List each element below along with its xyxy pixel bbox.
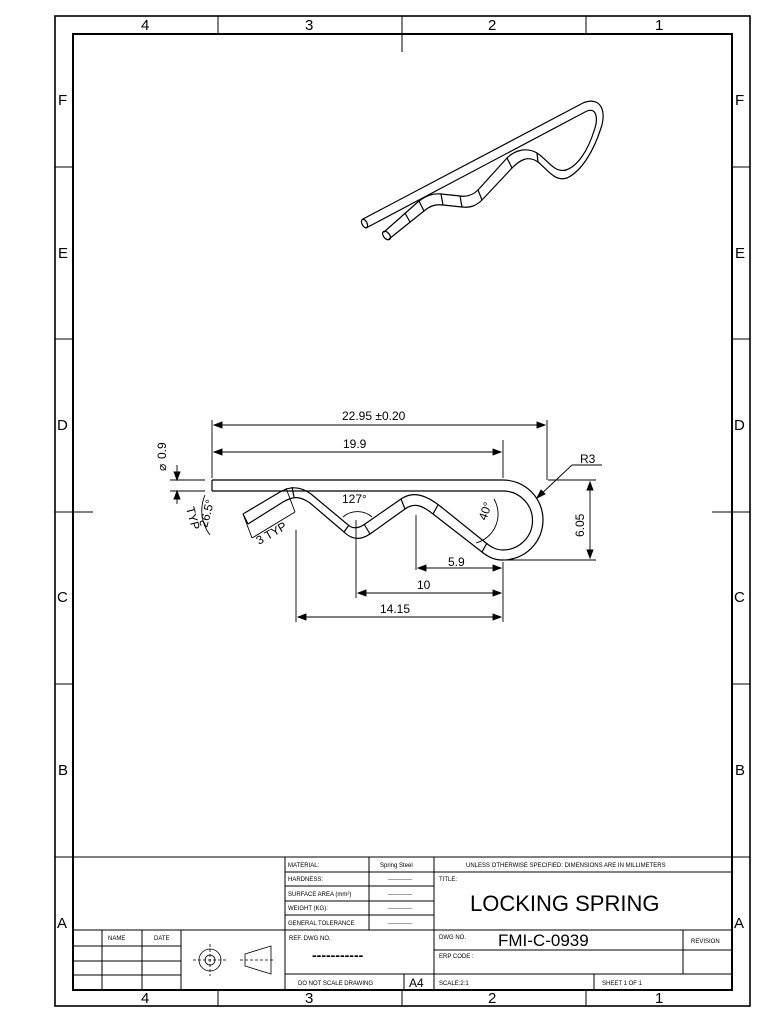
zone-row-d-right: D <box>734 417 745 434</box>
zone-col-3-top: 3 <box>305 17 313 34</box>
dimension-labels: 22.95 ±0.20 19.9 ⌀ 0.9 R3 127° 26.5° TYP… <box>155 409 596 616</box>
ref-dwg-label: REF. DWG NO. <box>289 936 331 942</box>
dim-radius: R3 <box>580 452 596 466</box>
dimension-lines <box>170 420 602 622</box>
drawing-title: LOCKING SPRING <box>470 891 659 916</box>
dim-5-9: 5.9 <box>448 555 465 569</box>
date-label: DATE <box>154 936 170 942</box>
dim-angle-bend: 40° <box>476 500 495 522</box>
material-label: MATERIAL: <box>288 863 320 869</box>
zone-dividers <box>55 16 750 1006</box>
erp-code-label: ERP CODE : <box>439 954 474 960</box>
dim-height: 6.05 <box>573 513 587 537</box>
diameter-symbol: ⌀ <box>155 464 169 471</box>
zone-col-4-bottom: 4 <box>141 990 149 1007</box>
dwg-no-value: FMI-C-0939 <box>498 931 589 950</box>
dim-angle-apex: 127° <box>342 492 367 506</box>
paper-size: A4 <box>409 976 424 990</box>
dim-straight-leg: 19.9 <box>343 437 367 451</box>
zone-row-b-right: B <box>735 762 745 779</box>
zone-row-c-right: C <box>734 589 745 606</box>
zone-row-d-left: D <box>57 417 68 434</box>
zone-col-2-bottom: 2 <box>488 990 496 1007</box>
zone-col-2-top: 2 <box>488 17 496 34</box>
isometric-view <box>360 100 604 241</box>
dim-angle-tip-typ: TYP <box>183 505 203 531</box>
zone-labels: 4 3 2 1 4 3 2 1 F E D C B A F E D C B A <box>57 17 745 1007</box>
zone-row-f-right: F <box>735 92 744 109</box>
name-label: NAME <box>108 936 125 942</box>
surface-value: ------------ <box>388 892 412 898</box>
revision-label: REVISION <box>691 939 720 945</box>
zone-col-1-top: 1 <box>655 17 663 34</box>
zone-row-c-left: C <box>57 589 68 606</box>
tolerance-label: GENERAL TOLERANCE <box>288 921 355 927</box>
zone-row-b-left: B <box>58 762 68 779</box>
dim-wire-dia-value: 0.9 <box>155 442 169 459</box>
zone-col-3-bottom: 3 <box>305 990 313 1007</box>
material-value: Spring Steel <box>380 863 413 869</box>
zone-row-e-left: E <box>58 245 68 262</box>
dim-overall-length: 22.95 ±0.20 <box>342 409 406 423</box>
units-note: UNLESS OTHERWISE SPECIFIED: DIMENSIONS A… <box>466 863 666 869</box>
dim-tip-length: 3 TYP <box>254 519 290 548</box>
title-block-text: MATERIAL: Spring Steel HARDNESS: -------… <box>108 863 720 990</box>
zone-col-4-top: 4 <box>141 17 149 34</box>
scale-label: SCALE:2:1 <box>439 981 469 987</box>
projection-symbol-icon <box>193 944 275 976</box>
surface-label: SURFACE AREA (mm²) <box>288 892 351 898</box>
weight-label: WEIGHT (KG): <box>288 906 328 912</box>
dim-wire-diameter: ⌀ 0.9 <box>155 442 169 471</box>
zone-row-e-right: E <box>735 245 745 262</box>
hardness-label: HARDNESS: <box>288 877 323 883</box>
tolerance-value: ------------ <box>388 921 412 927</box>
sheet-label: SHEET 1 OF 1 <box>602 981 643 987</box>
no-scale-note: DO NOT SCALE DRAWING <box>298 981 373 987</box>
dwg-no-label: DWG NO. <box>439 935 466 941</box>
dim-10: 10 <box>417 578 431 592</box>
spring-profile <box>211 479 544 561</box>
inner-frame <box>72 33 733 991</box>
ref-dwg-value: ----------- <box>312 947 364 963</box>
zone-row-f-left: F <box>58 92 67 109</box>
zone-row-a-left: A <box>57 915 67 932</box>
hardness-value: ------------ <box>388 877 412 883</box>
title-block <box>73 856 732 990</box>
zone-col-1-bottom: 1 <box>655 990 663 1007</box>
weight-value: ------------ <box>388 906 412 912</box>
title-label: TITLE: <box>439 877 457 883</box>
zone-row-a-right: A <box>734 915 744 932</box>
dim-14-15: 14.15 <box>380 602 410 616</box>
